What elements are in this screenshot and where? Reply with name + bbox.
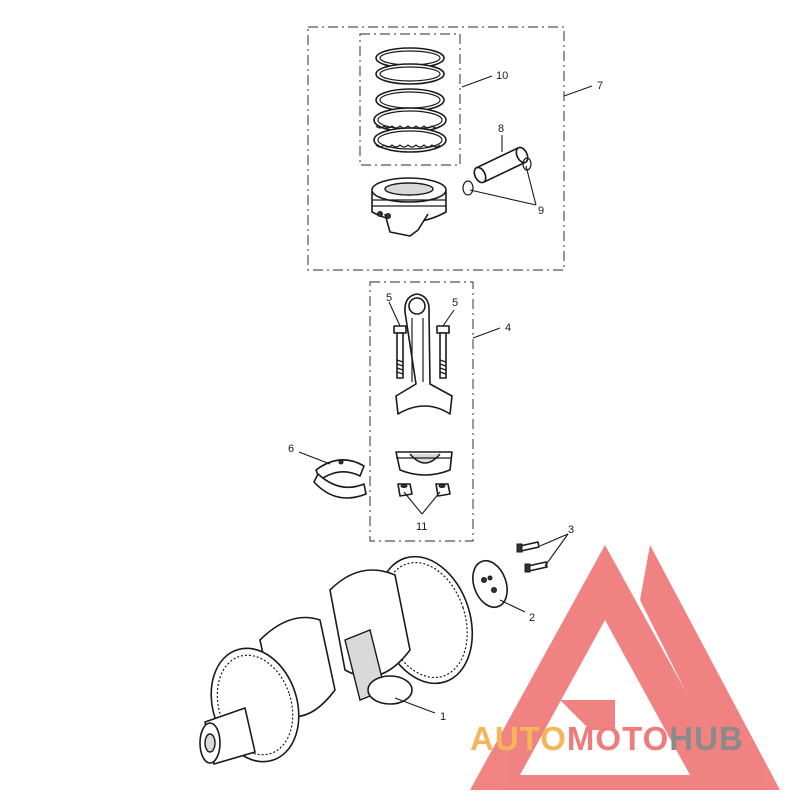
crankshaft xyxy=(199,555,474,765)
conrod-frame xyxy=(369,281,474,542)
callout-5-left: 5 xyxy=(386,292,392,304)
watermark: AUTOMOTOHUB xyxy=(470,720,744,757)
callout-6: 6 xyxy=(288,443,294,455)
watermark-moto: MOTO xyxy=(567,720,669,757)
connecting-rod xyxy=(395,293,453,415)
piston-rings xyxy=(373,47,447,153)
piston-rings-frame xyxy=(359,33,461,166)
callout-2: 2 xyxy=(529,612,535,624)
callout-1: 1 xyxy=(440,711,446,723)
callout-4: 4 xyxy=(505,322,511,334)
watermark-auto: AUTO xyxy=(470,720,567,757)
trigger-plate xyxy=(472,559,508,609)
watermark-hub: HUB xyxy=(669,720,744,757)
callout-5-right: 5 xyxy=(452,297,458,309)
big-end-bearings xyxy=(313,459,367,499)
plate-screws xyxy=(516,541,548,573)
conrod-bolt-right xyxy=(436,325,450,379)
callout-9: 9 xyxy=(538,205,544,217)
piston-kit-frame xyxy=(307,26,565,271)
callout-7: 7 xyxy=(597,80,603,92)
callout-8: 8 xyxy=(498,123,504,135)
callout-10: 10 xyxy=(496,70,508,82)
watermark-logo-icon xyxy=(470,545,780,790)
leader-lines xyxy=(298,75,593,714)
gudgeon-pin xyxy=(473,146,529,184)
svg-text:AUTOMOTOHUB: AUTOMOTOHUB xyxy=(470,720,744,757)
piston xyxy=(371,177,447,237)
callout-3: 3 xyxy=(568,524,574,536)
callout-11: 11 xyxy=(416,521,427,533)
conrod-cap xyxy=(395,451,453,476)
conrod-bolt-left xyxy=(393,325,407,379)
